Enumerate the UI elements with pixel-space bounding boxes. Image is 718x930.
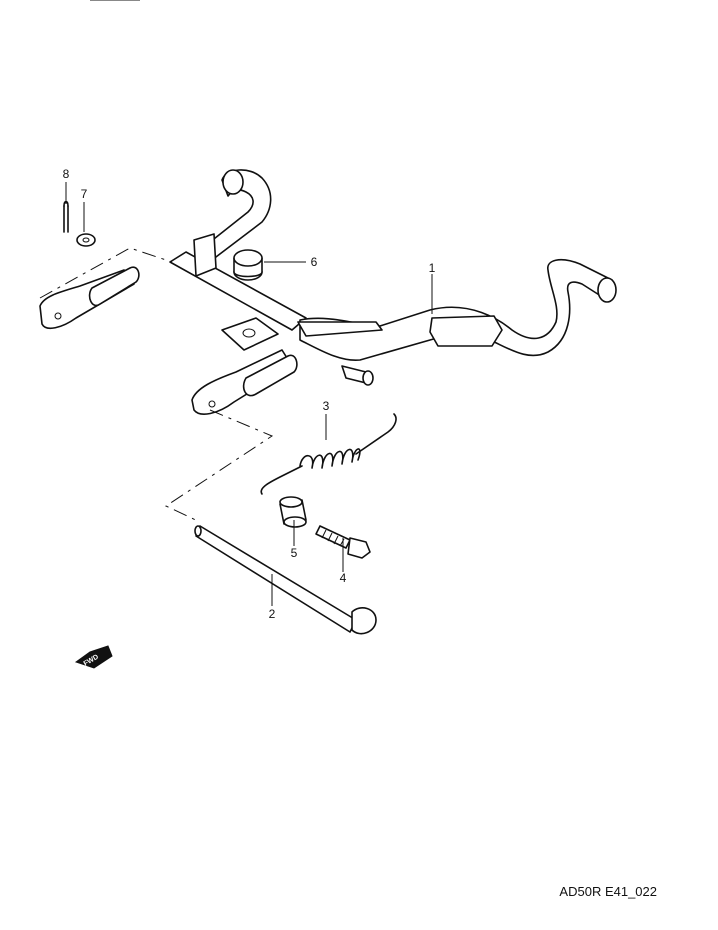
part-label-3: 3 <box>323 399 330 413</box>
fwd-direction-badge: FWD <box>74 645 113 669</box>
spring-part-3[interactable] <box>260 413 397 495</box>
bolt-part-4[interactable] <box>315 525 371 559</box>
diagram-reference-code: AD50R E41_022 <box>559 884 657 899</box>
collar-part-5[interactable] <box>279 496 307 528</box>
part-label-7: 7 <box>81 187 88 201</box>
cotter-pin-part-8[interactable] <box>63 200 69 233</box>
stopper-rubber-part-6[interactable] <box>233 249 263 281</box>
stand-frame-part-1[interactable] <box>39 169 617 415</box>
part-label-6: 6 <box>311 255 318 269</box>
part-label-2: 2 <box>269 607 276 621</box>
shaft-part-2[interactable] <box>194 525 377 635</box>
part-label-5: 5 <box>291 546 298 560</box>
part-label-8: 8 <box>63 167 70 181</box>
washer-part-7[interactable] <box>76 233 96 247</box>
part-label-4: 4 <box>340 571 347 585</box>
assembly-guide-lower <box>164 409 274 523</box>
part-label-1: 1 <box>429 261 436 275</box>
assembly-guide-upper <box>39 247 173 299</box>
